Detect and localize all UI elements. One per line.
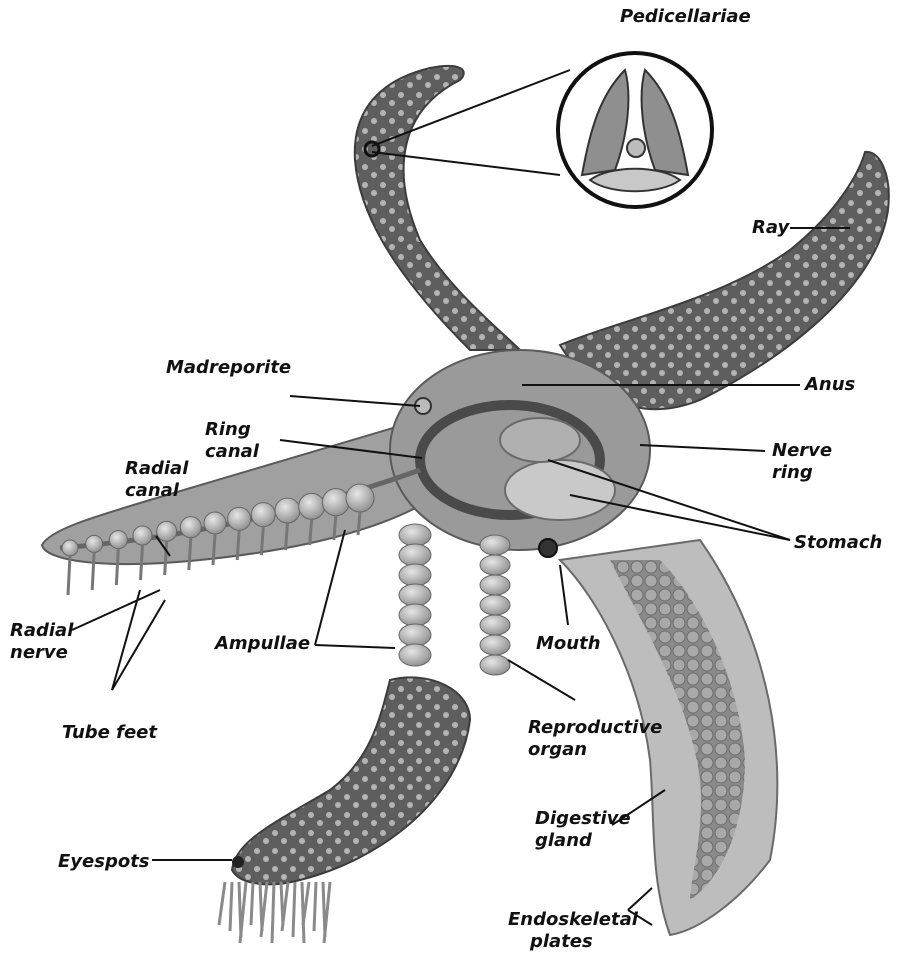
label-stomach: Stomach [794, 532, 882, 554]
label-digestive-gland-line1: Digestive [535, 808, 631, 830]
tube-foot [272, 882, 274, 943]
label-ring-canal-line2: canal [205, 441, 259, 463]
ampulla [399, 604, 431, 626]
ampulla [399, 524, 431, 546]
mouth-shape [539, 539, 557, 557]
label-radial-nerve-line1: Radial [10, 620, 73, 642]
tube-foot [334, 516, 336, 540]
label-radial-canal-line1: Radial [125, 458, 188, 480]
ampulla [346, 484, 374, 512]
ampulla [157, 521, 177, 541]
tube-foot [358, 512, 360, 535]
ampulla [480, 615, 510, 635]
tube-foot [310, 519, 312, 545]
tube-foot [92, 552, 94, 590]
central-ampullae [399, 524, 510, 675]
ampulla [62, 540, 78, 556]
ampulla [399, 624, 431, 646]
label-ampullae: Ampullae [215, 633, 310, 655]
ampulla [133, 526, 152, 545]
tube-foot [293, 882, 295, 937]
ampulla [109, 531, 127, 549]
label-endoskeletal-plates-line2: plates [530, 931, 660, 953]
label-tube-feet: Tube feet [62, 722, 157, 744]
ampulla [251, 503, 275, 527]
ampulla [480, 635, 510, 655]
eyespot-shape [232, 856, 244, 868]
label-nerve-ring-line2: ring [772, 462, 832, 484]
ampulla [275, 498, 300, 523]
ampulla [204, 512, 226, 534]
label-ring-canal: Ring canal [205, 419, 259, 463]
label-radial-nerve-line2: nerve [10, 642, 73, 664]
label-ring-canal-line1: Ring [205, 419, 259, 441]
tube-foot [251, 882, 253, 925]
ampulla [480, 575, 510, 595]
label-madreporite: Madreporite [166, 357, 291, 379]
label-reproductive-organ-line2: organ [528, 739, 662, 761]
label-anus: Anus [805, 374, 855, 396]
label-radial-canal: Radial canal [125, 458, 188, 502]
label-endoskeletal-plates-line1: Endoskeletal [508, 909, 638, 931]
ampulla [180, 517, 201, 538]
ampulla [480, 535, 510, 555]
tube-foot [141, 545, 143, 580]
tube-foot [68, 556, 70, 595]
ampulla [86, 535, 103, 552]
tube-foot [314, 882, 316, 931]
ampulla [399, 644, 431, 666]
label-reproductive-organ-line1: Reproductive [528, 717, 662, 739]
label-digestive-gland-line2: gland [535, 830, 631, 852]
label-eyespots: Eyespots [58, 851, 150, 873]
ampulla [399, 584, 431, 606]
ampulla [299, 493, 325, 519]
tube-foot [286, 523, 288, 550]
tube-foot [237, 530, 239, 560]
label-digestive-gland: Digestive gland [535, 808, 631, 852]
tube-foot [165, 541, 167, 575]
upper-stomach-shape [500, 418, 580, 462]
tube-foot [261, 527, 263, 555]
ampulla [480, 595, 510, 615]
ampulla [480, 555, 510, 575]
tube-feet-tip [219, 882, 330, 943]
tube-foot [230, 882, 232, 931]
ampulla [480, 655, 510, 675]
label-nerve-ring-line1: Nerve [772, 440, 832, 462]
tube-foot [213, 534, 215, 565]
label-mouth: Mouth [536, 633, 601, 655]
ampulla [399, 544, 431, 566]
label-radial-canal-line2: canal [125, 480, 188, 502]
ampulla [399, 564, 431, 586]
label-radial-nerve: Radial nerve [10, 620, 73, 664]
label-ray: Ray [752, 217, 789, 239]
ray-lower-left [232, 677, 470, 884]
ampulla [228, 507, 251, 530]
label-nerve-ring: Nerve ring [772, 440, 832, 484]
label-endoskeletal-plates: Endoskeletal plates [508, 909, 638, 953]
label-pedicellariae: Pedicellariae [620, 6, 751, 28]
ampulla [322, 489, 349, 516]
tube-foot [219, 882, 225, 925]
tube-foot [189, 538, 191, 570]
stomach-shape [505, 460, 615, 520]
ray-upper-left [355, 66, 520, 350]
tube-foot [116, 549, 118, 585]
label-reproductive-organ: Reproductive organ [528, 717, 662, 761]
